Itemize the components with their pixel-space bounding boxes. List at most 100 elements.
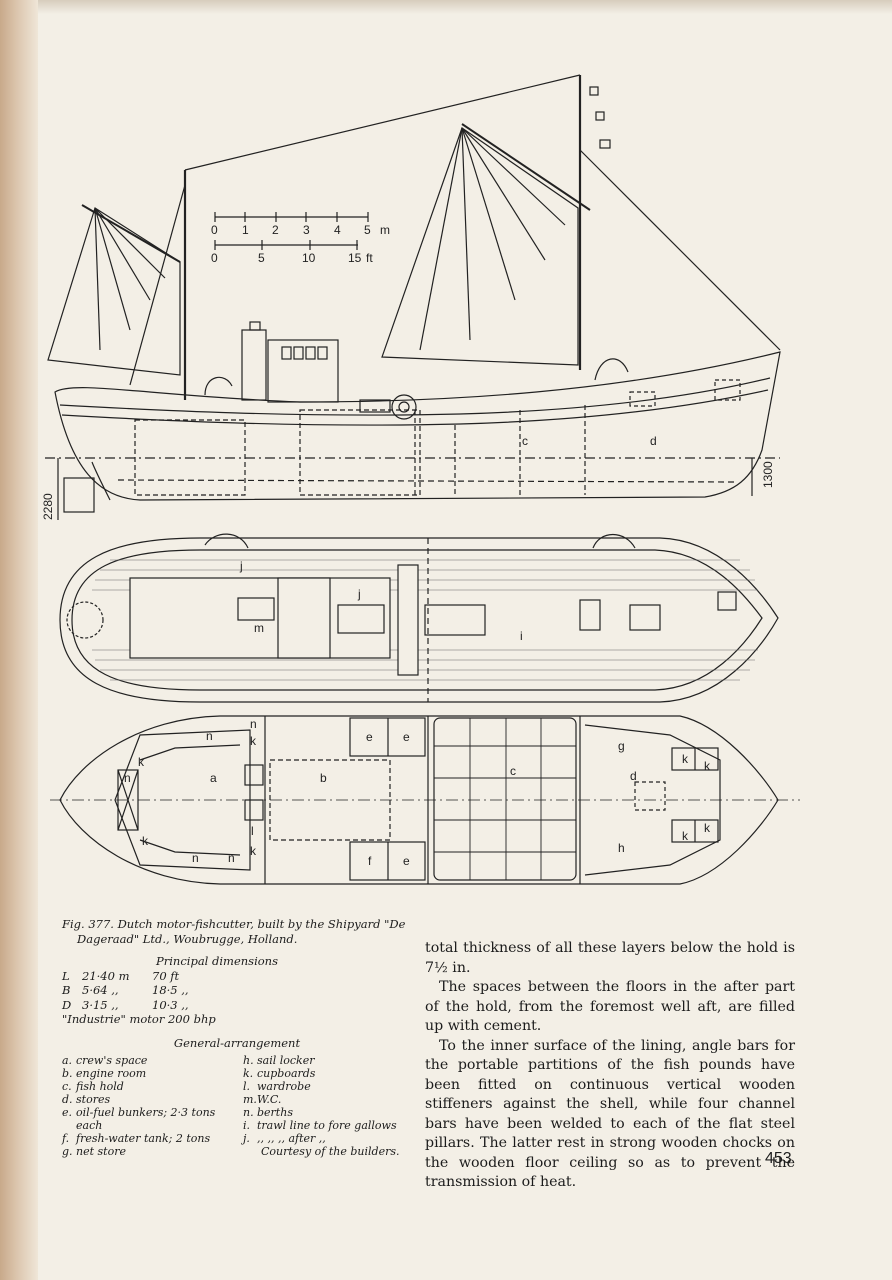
scale-m-4: 4 [334,223,341,237]
label-n-5: n [228,851,235,865]
label-m: m [254,621,264,635]
label-k-1: k [138,755,145,769]
legend-key: j. [243,1132,250,1145]
scale-m-3: 3 [303,223,310,237]
legend-text: W.C. [257,1093,282,1106]
label-a: a [210,771,217,785]
legend-item: l. wardrobe [243,1080,412,1093]
figure-caption: Fig. 377. Dutch motor-fishcutter, built … [62,917,406,946]
legend-text: fresh-water tank; 2 tons [76,1132,211,1145]
legend-text: wardrobe [257,1080,311,1093]
legend-item: f. fresh-water tank; 2 tons [62,1132,231,1145]
label-k-4: k [250,844,257,858]
legend-item: c. fish hold [62,1080,231,1093]
label-d-side: d [650,434,657,448]
dim-symbol: D [62,997,72,1012]
dim-imperial: 70 ft [152,968,180,983]
label-l: l [251,824,254,838]
paragraph: To the inner surface of the lining, angl… [425,1037,795,1191]
main-sail [381,127,579,366]
legend-item: k.cupboards [243,1067,412,1080]
scale-m-1: 1 [242,223,249,237]
rudder [63,477,95,513]
legend-text: fish hold [76,1080,124,1093]
figure-credit: Courtesy of the builders. [261,1145,400,1158]
deckhouse [129,577,391,659]
binding-shadow [0,0,38,1280]
dim-metric: 21·40 m [82,968,130,983]
figure-caption-block: Fig. 377. Dutch motor-fishcutter, built … [62,917,412,1158]
dimension-row: B 5·64 ,, 18·5 ,, [62,983,412,998]
side-elevation [45,74,781,520]
legend-item: h.sail locker [243,1054,412,1067]
legend-key: n. [243,1106,254,1119]
legend-text: stores [76,1093,111,1106]
scale-ft-unit: ft [366,251,373,265]
label-k-5: k [682,752,689,766]
label-e-1: e [366,730,373,744]
legend-key: f. [62,1132,70,1145]
wheelhouse [267,339,339,403]
dim-symbol: B [62,983,71,997]
dim-imperial: 18·5 ,, [152,983,189,997]
winch [391,394,417,420]
legend-text: crew's space [76,1054,148,1067]
legend-text: oil-fuel bunkers; 2·3 tons each [76,1106,216,1132]
legend-text: trawl line to fore gallows [257,1119,397,1132]
legend-key: i. [243,1119,251,1132]
label-i: i [520,629,523,643]
deck-plan [59,533,779,703]
label-c-side: c [522,434,528,448]
ship-drawing: 0 1 2 3 4 5 m 0 5 10 15 ft 2280 1300 c d… [41,74,800,885]
principal-dimensions-title: Principal dimensions [156,954,278,968]
scale-m-5: 5 [364,223,371,237]
legend-text: berths [257,1106,293,1119]
label-g: g [618,739,625,753]
scale-m-unit: m [380,223,390,237]
legend-item: n.berths [243,1106,412,1119]
legend-text: net store [76,1145,126,1158]
page-number: 453 [765,1150,792,1167]
legend-key: c. [62,1080,72,1093]
paragraph: The spaces between the floors in the aft… [425,979,795,1034]
funnel [241,329,267,401]
legend-key: d. [62,1093,73,1106]
label-f: f [368,854,372,868]
label-e-3: e [403,854,410,868]
label-n-3: n [124,771,131,785]
scale-ft-10: 10 [302,251,316,265]
skylight [337,604,385,634]
winch-plan [397,564,419,676]
label-j-fwd: j [239,559,243,573]
legend-item: b.engine room [62,1067,231,1080]
label-b: b [320,771,327,785]
hold-plan [50,715,800,885]
dimension-row: D 3·15 ,, 10·3 ,, [62,998,412,1013]
dim-metric: 5·64 ,, [82,983,119,997]
paragraph: total thickness of all these layers belo… [425,940,795,976]
label-e-2: e [403,730,410,744]
legend-key: a. [62,1054,73,1067]
legend-item: e.oil-fuel bunkers; 2·3 tons each [62,1106,231,1132]
dim-depth: 2280 [41,493,55,520]
legend-text: ,, ,, ,, after ,, [257,1132,326,1145]
label-k-6: k [704,759,711,773]
legend-item: d.stores [62,1093,231,1106]
scale-bars [214,212,369,250]
legend-key: l. [243,1080,251,1093]
legend-text: engine room [76,1067,147,1080]
label-c-hold: c [510,764,516,778]
mizzen-sail [47,207,181,376]
scale-ft-0: 0 [211,251,218,265]
scale-ft-15: 15 [348,251,362,265]
legend-item: a.crew's space [62,1054,231,1067]
body-text: total thickness of all these layers belo… [425,939,795,1193]
label-n-1: n [206,729,213,743]
label-n-2: n [250,717,257,731]
legend-text: sail locker [257,1054,315,1067]
legend-item: j. ,, ,, ,, after ,, [243,1132,412,1145]
label-j-aft: j [357,587,361,601]
legend-key: m. [243,1093,257,1106]
legend-column-right: h.sail locker k.cupboards l. wardrobe m.W… [231,1054,412,1158]
label-d-hold: d [630,769,637,783]
